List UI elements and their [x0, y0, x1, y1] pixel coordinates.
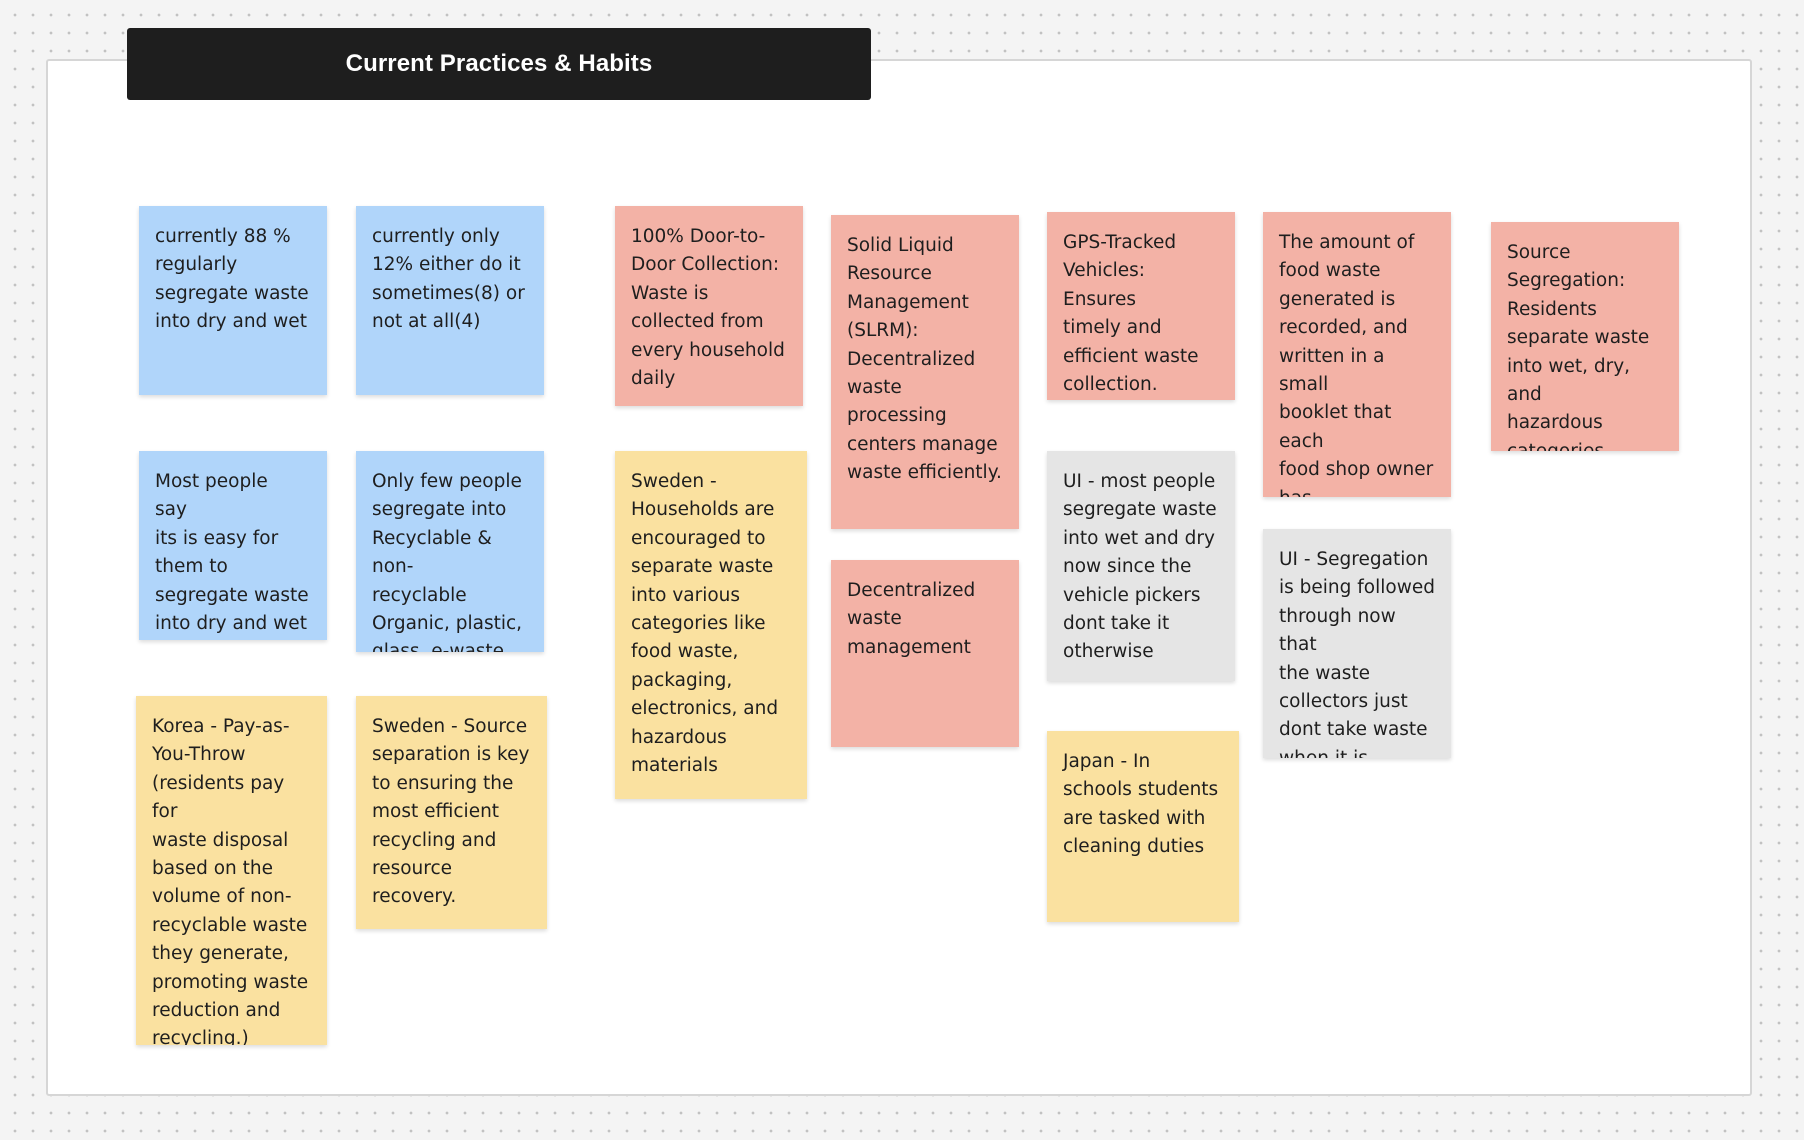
sticky-note-gps-tracked-vehicles[interactable]: GPS-Tracked Vehicles: Ensures timely and…	[1047, 212, 1235, 400]
sticky-note-decentralized-waste-management[interactable]: Decentralized waste management	[831, 560, 1019, 747]
sticky-note-japan-schools[interactable]: Japan - In schools students are tasked w…	[1047, 731, 1239, 922]
sticky-note-sweden-households[interactable]: Sweden - Households are encouraged to se…	[615, 451, 807, 799]
sticky-note-text: 100% Door-to- Door Collection: Waste is …	[631, 226, 785, 390]
sticky-note-text: UI - Segregation is being followed throu…	[1279, 549, 1435, 758]
sticky-note-text: Solid Liquid Resource Management (SLRM):…	[847, 235, 1002, 484]
sticky-note-easy-to-segregate[interactable]: Most people say its is easy for them to …	[139, 451, 327, 640]
sticky-note-text: Sweden - Households are encouraged to se…	[631, 471, 779, 777]
sticky-note-text: Japan - In schools students are tasked w…	[1063, 751, 1219, 858]
sticky-note-text: currently 88 % regularly segregate waste…	[155, 226, 309, 333]
section-title-text: Current Practices & Habits	[345, 50, 653, 77]
sticky-note-text: Most people say its is easy for them to …	[155, 471, 309, 635]
sticky-note-text: The amount of food waste generated is re…	[1279, 232, 1434, 497]
sticky-note-text: currently only 12% either do it sometime…	[372, 226, 525, 333]
sticky-note-ui-wet-and-dry[interactable]: UI - most people segregate waste into we…	[1047, 451, 1235, 681]
sticky-note-text: GPS-Tracked Vehicles: Ensures timely and…	[1063, 232, 1199, 396]
sticky-note-door-to-door-collection[interactable]: 100% Door-to- Door Collection: Waste is …	[615, 206, 803, 406]
sticky-note-source-segregation[interactable]: Source Segregation: Residents separate w…	[1491, 222, 1679, 451]
sticky-note-segregate-12-percent[interactable]: currently only 12% either do it sometime…	[356, 206, 544, 395]
sticky-note-segregate-88-percent[interactable]: currently 88 % regularly segregate waste…	[139, 206, 327, 395]
sticky-note-text: Sweden - Source separation is key to ens…	[372, 716, 530, 908]
sticky-note-food-waste-booklet[interactable]: The amount of food waste generated is re…	[1263, 212, 1451, 497]
sticky-note-sweden-source-separation[interactable]: Sweden - Source separation is key to ens…	[356, 696, 547, 929]
sticky-note-ui-segregation-followed[interactable]: UI - Segregation is being followed throu…	[1263, 529, 1451, 758]
sticky-note-korea-pay-as-you-throw[interactable]: Korea - Pay-as- You-Throw (residents pay…	[136, 696, 327, 1045]
sticky-note-text: Only few people segregate into Recyclabl…	[372, 471, 523, 652]
sticky-note-text: Source Segregation: Residents separate w…	[1507, 242, 1650, 451]
sticky-note-text: UI - most people segregate waste into we…	[1063, 471, 1217, 663]
sticky-note-text: Korea - Pay-as- You-Throw (residents pay…	[152, 716, 309, 1045]
section-title[interactable]: Current Practices & Habits	[127, 28, 871, 100]
sticky-note-few-segregate-recyclable[interactable]: Only few people segregate into Recyclabl…	[356, 451, 544, 652]
sticky-note-slrm[interactable]: Solid Liquid Resource Management (SLRM):…	[831, 215, 1019, 529]
sticky-note-text: Decentralized waste management	[847, 580, 976, 658]
